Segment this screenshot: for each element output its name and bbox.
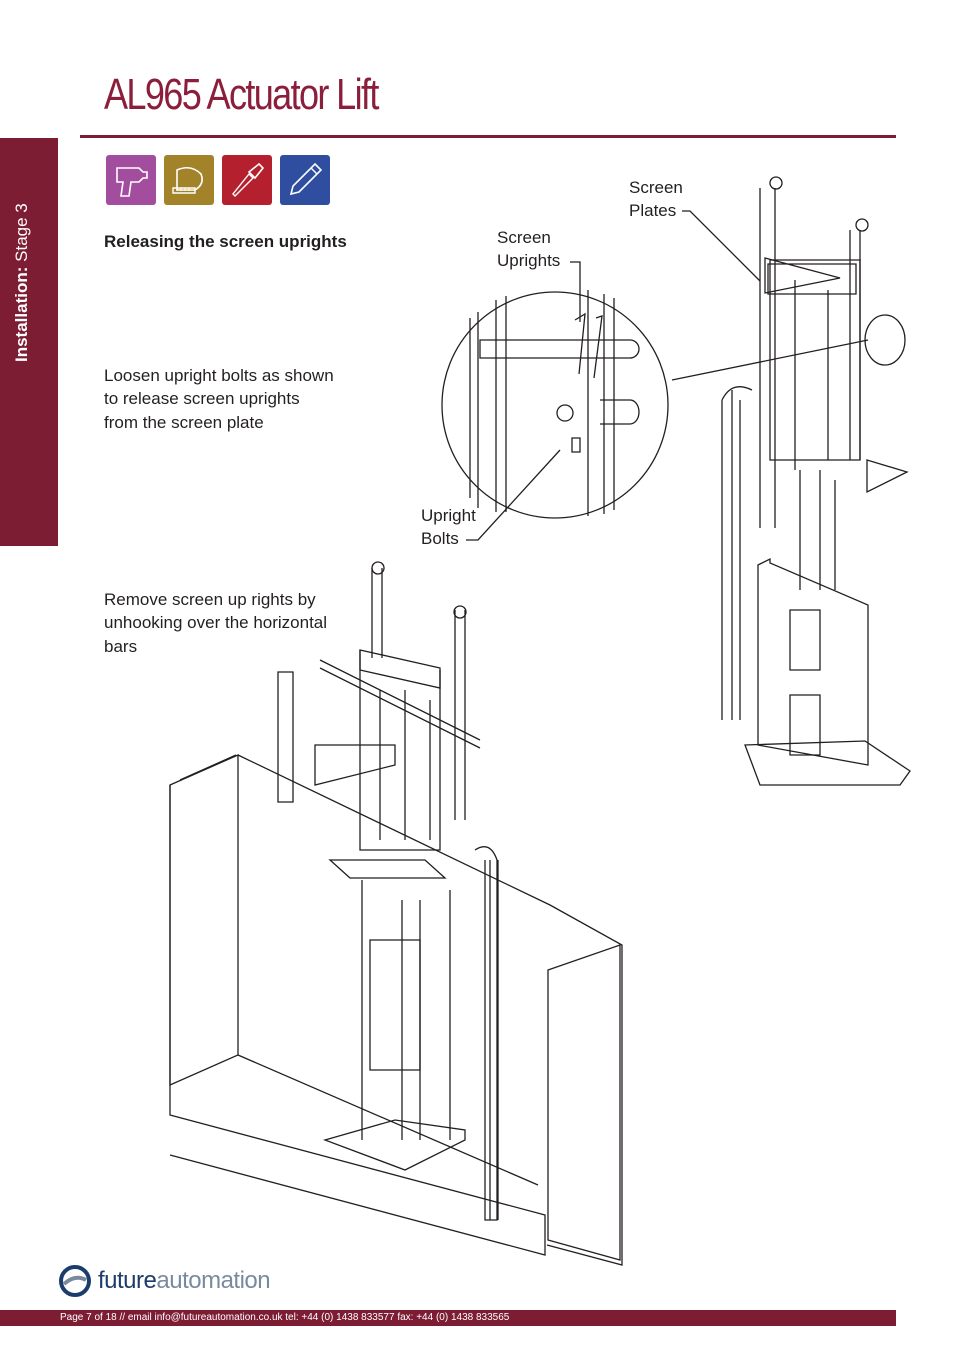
- instruction-remove: Remove screen up rights by unhooking ove…: [104, 590, 328, 656]
- cabinet: [169, 754, 623, 1266]
- section-tab: [0, 138, 58, 546]
- callout-screen-uprights: Screen Uprights: [497, 226, 560, 272]
- callout-upright-bolts: Upright Bolts: [421, 504, 476, 550]
- instruction-loosen: Loosen upright bolts as shown to release…: [104, 366, 334, 432]
- company-logo-text: futureautomation: [98, 1267, 271, 1295]
- tape-measure-icon: [164, 155, 214, 205]
- detail-circle: [441, 290, 669, 519]
- required-tools: [106, 155, 330, 205]
- company-logo-icon: [59, 1265, 91, 1297]
- callout-screen-uprights-line2: Uprights: [497, 251, 561, 270]
- lift-right: [721, 176, 911, 786]
- callout-screen-plates: Screen Plates: [629, 176, 683, 222]
- callout-screen-uprights-line1: Screen: [497, 228, 551, 247]
- footer-contact: Page 7 of 18 // email info@futureautomat…: [60, 1312, 510, 1323]
- page-title: AL965 Actuator Lift: [104, 70, 379, 119]
- lift-assembly-drawing: [169, 176, 911, 1266]
- callout-upright-bolts-line2: Bolts: [421, 529, 459, 548]
- step-heading: Releasing the screen uprights: [104, 232, 347, 251]
- company-logo-part2: automation: [156, 1267, 271, 1294]
- company-logo-part1: future: [98, 1267, 157, 1294]
- callout-screen-plates-line1: Screen: [629, 178, 683, 197]
- lift-left: [277, 561, 499, 1221]
- title-divider: [80, 135, 896, 138]
- pencil-icon: [280, 155, 330, 205]
- footer-bar: [0, 1310, 896, 1326]
- screwdriver-icon: [222, 155, 272, 205]
- callout-upright-bolts-line1: Upright: [421, 506, 476, 525]
- callout-screen-plates-line2: Plates: [629, 201, 677, 220]
- drill-icon: [106, 155, 156, 205]
- company-logo: futureautomation: [58, 1264, 271, 1298]
